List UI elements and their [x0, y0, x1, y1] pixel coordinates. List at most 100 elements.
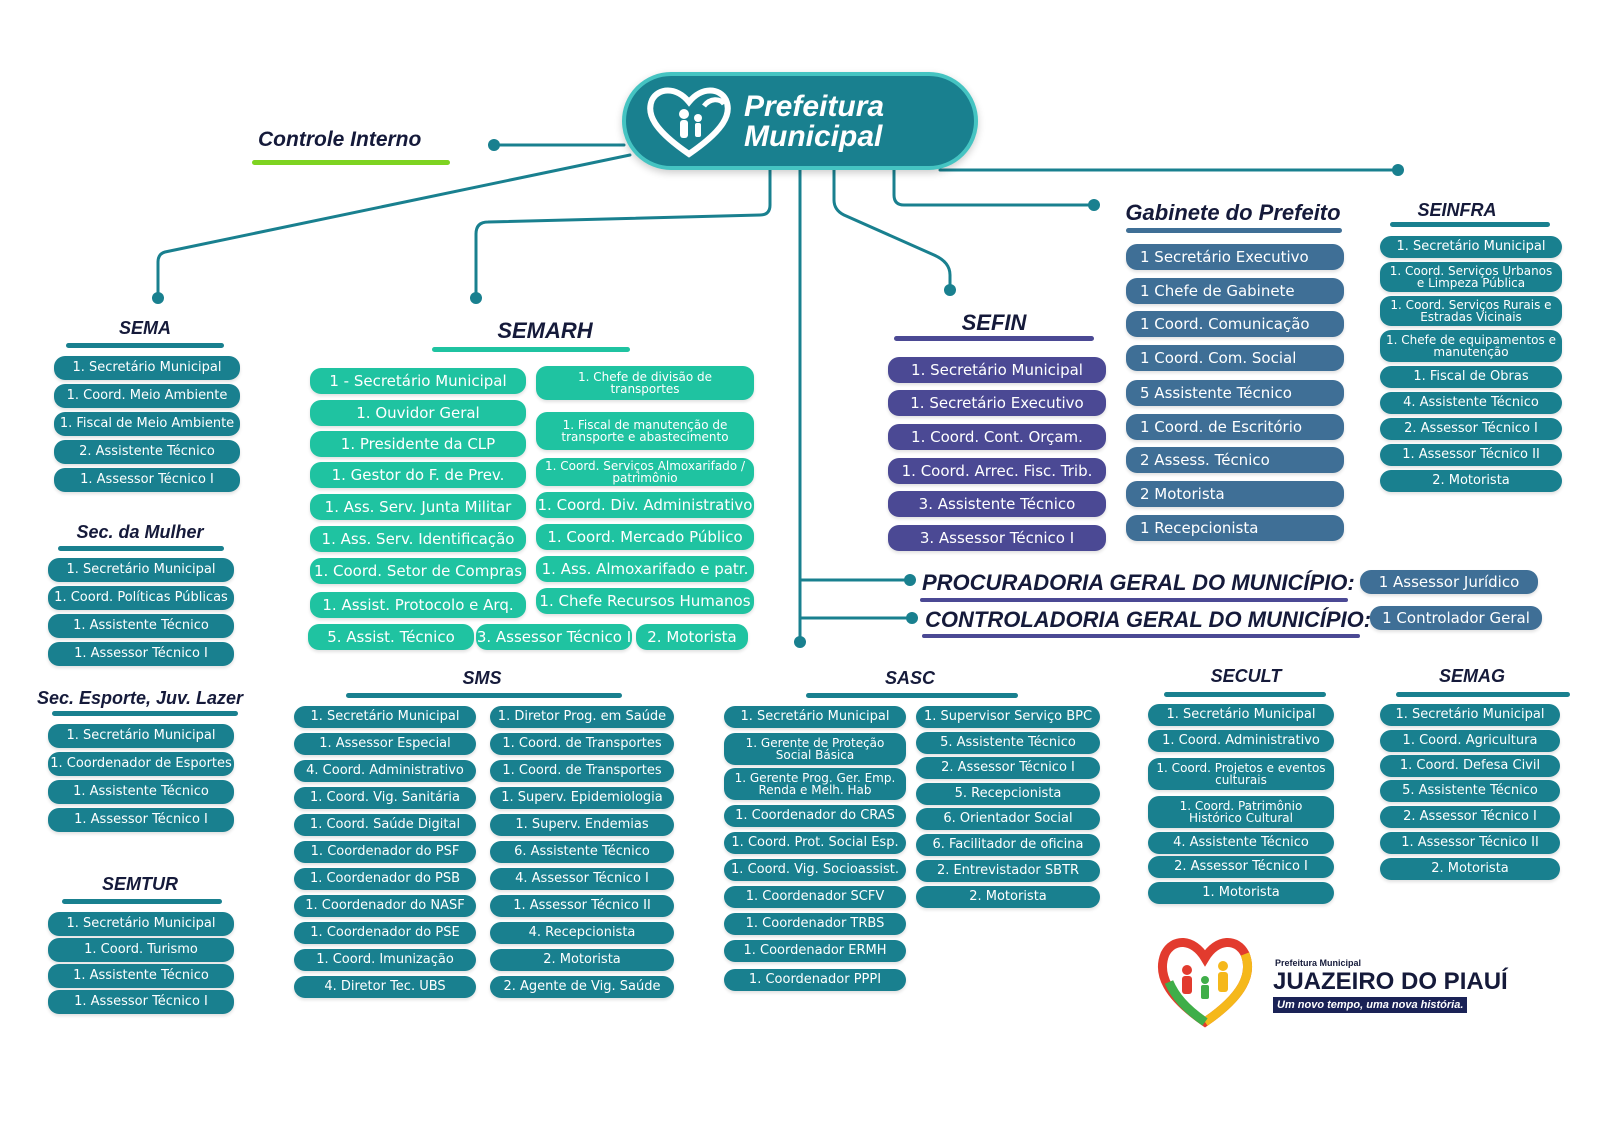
secult-item: 1. Secretário Municipal — [1148, 704, 1334, 726]
seinfra-item: 1. Secretário Municipal — [1380, 236, 1562, 258]
semtur-item: 1. Secretário Municipal — [48, 912, 234, 936]
sasc-underline — [806, 693, 1018, 698]
esporte-item: 1. Assessor Técnico I — [48, 808, 234, 832]
semtur-title: SEMTUR — [102, 874, 178, 894]
semag-item: 1. Coord. Agricultura — [1380, 730, 1560, 752]
semarh-item: 1. Coord. Mercado Público — [536, 524, 754, 550]
semtur-item: 1. Assessor Técnico I — [48, 990, 234, 1014]
connector-dot-controle — [488, 139, 500, 151]
sms-item: 1. Coord. Saúde Digital — [294, 814, 476, 836]
gabinete-item: 1 Secretário Executivo — [1126, 244, 1344, 270]
seinfra-item: 1. Assessor Técnico II — [1380, 444, 1562, 466]
esporte-item: 1. Coordenador de Esportes — [48, 752, 234, 776]
seinfra-item: 1. Chefe de equipamentos e manutenção — [1380, 330, 1562, 362]
semtur-item: 1. Assistente Técnico — [48, 964, 234, 988]
gabinete-item: 2 Motorista — [1126, 481, 1344, 507]
prefeitura-banner: Prefeitura Municipal — [622, 72, 978, 170]
sema-underline — [66, 343, 224, 348]
heart-logo-icon — [1157, 938, 1253, 1028]
sema-item: 2. Assistente Técnico — [54, 440, 240, 464]
seinfra-item: 2. Assessor Técnico I — [1380, 418, 1562, 440]
sasc-item: 1. Gerente Prog. Ger. Emp. Renda e Melh.… — [724, 768, 906, 800]
sms-item: 1. Secretário Municipal — [294, 706, 476, 728]
footer-city-name: JUAZEIRO DO PIAUÍ — [1273, 968, 1508, 995]
esporte-title: Sec. Esporte, Juv. Lazer — [36, 688, 244, 708]
controladoria-item: 1 Controlador Geral — [1370, 606, 1542, 630]
gabinete-item: 1 Recepcionista — [1126, 515, 1344, 541]
footer-small-text: Prefeitura Municipal — [1275, 958, 1362, 968]
controle-interno-title: Controle Interno — [258, 128, 422, 151]
connector-dot-gabinete — [1088, 199, 1100, 211]
sasc-item: 1. Coord. Prot. Social Esp. — [724, 832, 906, 854]
esporte-item: 1. Assistente Técnico — [48, 780, 234, 804]
sasc-item: 1. Supervisor Serviço BPC — [916, 706, 1100, 728]
mulher-item: 1. Coord. Políticas Públicas — [48, 586, 234, 610]
sasc-item: 6. Orientador Social — [916, 808, 1100, 830]
procuradoria-underline — [920, 598, 1348, 602]
mulher-title: Sec. da Mulher — [76, 522, 204, 542]
sms-item: 1. Coord. Vig. Sanitária — [294, 787, 476, 809]
esporte-item: 1. Secretário Municipal — [48, 724, 234, 748]
semag-item: 2. Assessor Técnico I — [1380, 806, 1560, 828]
seinfra-item: 1. Coord. Serviços Urbanos e Limpeza Púb… — [1380, 262, 1562, 292]
semag-underline — [1396, 692, 1570, 697]
gabinete-item: 1 Chefe de Gabinete — [1126, 278, 1344, 304]
gabinete-title: Gabinete do Prefeito — [1125, 200, 1341, 225]
semarh-underline — [432, 347, 630, 352]
sms-item: 1. Superv. Epidemiologia — [490, 787, 674, 809]
sema-item: 1. Coord. Meio Ambiente — [54, 384, 240, 408]
procuradoria-label: PROCURADORIA GERAL DO MUNICÍPIO: — [922, 570, 1355, 595]
controle-interno-underline — [252, 160, 450, 165]
procuradoria-item: 1 Assessor Jurídico — [1360, 570, 1538, 594]
semarh-item: 1. Gestor do F. de Prev. — [310, 462, 526, 488]
sms-underline — [346, 693, 622, 698]
semarh-item: 1. Assist. Protocolo e Arq. — [310, 592, 526, 618]
semag-item: 5. Assistente Técnico — [1380, 780, 1560, 802]
sasc-item: 5. Assistente Técnico — [916, 732, 1100, 754]
sms-item: 4. Recepcionista — [490, 922, 674, 944]
sefin-item: 1. Coord. Cont. Orçam. — [888, 424, 1106, 450]
semarh-item: 1. Coord. Setor de Compras — [310, 558, 526, 584]
mulher-item: 1. Secretário Municipal — [48, 558, 234, 582]
sms-item: 6. Assistente Técnico — [490, 841, 674, 863]
secult-item: 2. Assessor Técnico I — [1148, 856, 1334, 878]
secult-item: 1. Coord. Patrimônio Histórico Cultural — [1148, 796, 1334, 828]
sms-item: 1. Coord. de Transportes — [490, 733, 674, 755]
gabinete-item: 1 Coord. de Escritório — [1126, 414, 1344, 440]
sefin-item: 1. Coord. Arrec. Fisc. Trib. — [888, 458, 1106, 484]
semarh-title: SEMARH — [497, 318, 593, 343]
sefin-title: SEFIN — [961, 310, 1027, 335]
sema-item: 1. Assessor Técnico I — [54, 468, 240, 492]
semarh-item: 2. Motorista — [636, 624, 748, 650]
connector-dot-procuradoria — [904, 574, 916, 586]
semag-item: 1. Secretário Municipal — [1380, 704, 1560, 726]
sasc-item: 1. Coordenador ERMH — [724, 940, 906, 962]
gabinete-underline — [1126, 228, 1342, 233]
secult-item: 1. Coord. Projetos e eventos culturais — [1148, 758, 1334, 790]
semarh-item: 1. Coord. Serviços Almoxarifado / patrim… — [536, 458, 754, 486]
sms-item: 1. Assessor Técnico II — [490, 895, 674, 917]
secult-underline — [1164, 692, 1326, 697]
sms-item: 4. Coord. Administrativo — [294, 760, 476, 782]
connector-dot-seinfra — [1392, 164, 1404, 176]
gabinete-item: 5 Assistente Técnico — [1126, 380, 1344, 406]
sasc-item: 1. Coordenador TRBS — [724, 913, 906, 935]
banner-title: Prefeitura Municipal — [744, 90, 885, 153]
connector-dot-controladoria — [906, 612, 918, 624]
seinfra-title: SEINFRA — [1417, 200, 1497, 220]
sms-title: SMS — [462, 668, 502, 688]
semarh-item: 1. Ass. Serv. Junta Militar — [310, 494, 526, 520]
sefin-item: 1. Secretário Municipal — [888, 357, 1106, 383]
controladoria-underline — [922, 634, 1360, 638]
mulher-item: 1. Assistente Técnico — [48, 614, 234, 638]
secult-item: 1. Motorista — [1148, 882, 1334, 904]
sms-item: 1. Coord. de Transportes — [490, 760, 674, 782]
semag-item: 1. Coord. Defesa Civil — [1380, 755, 1560, 777]
semtur-underline — [62, 899, 222, 904]
semarh-item: 1. Ass. Almoxarifado e patr. — [536, 556, 754, 582]
semarh-item: 1. Chefe de divisão de transportes — [536, 366, 754, 400]
connector-dot-sema — [152, 292, 164, 304]
connector-dot-semarh — [470, 292, 482, 304]
semarh-item: 1. Ass. Serv. Identificação — [310, 526, 526, 552]
